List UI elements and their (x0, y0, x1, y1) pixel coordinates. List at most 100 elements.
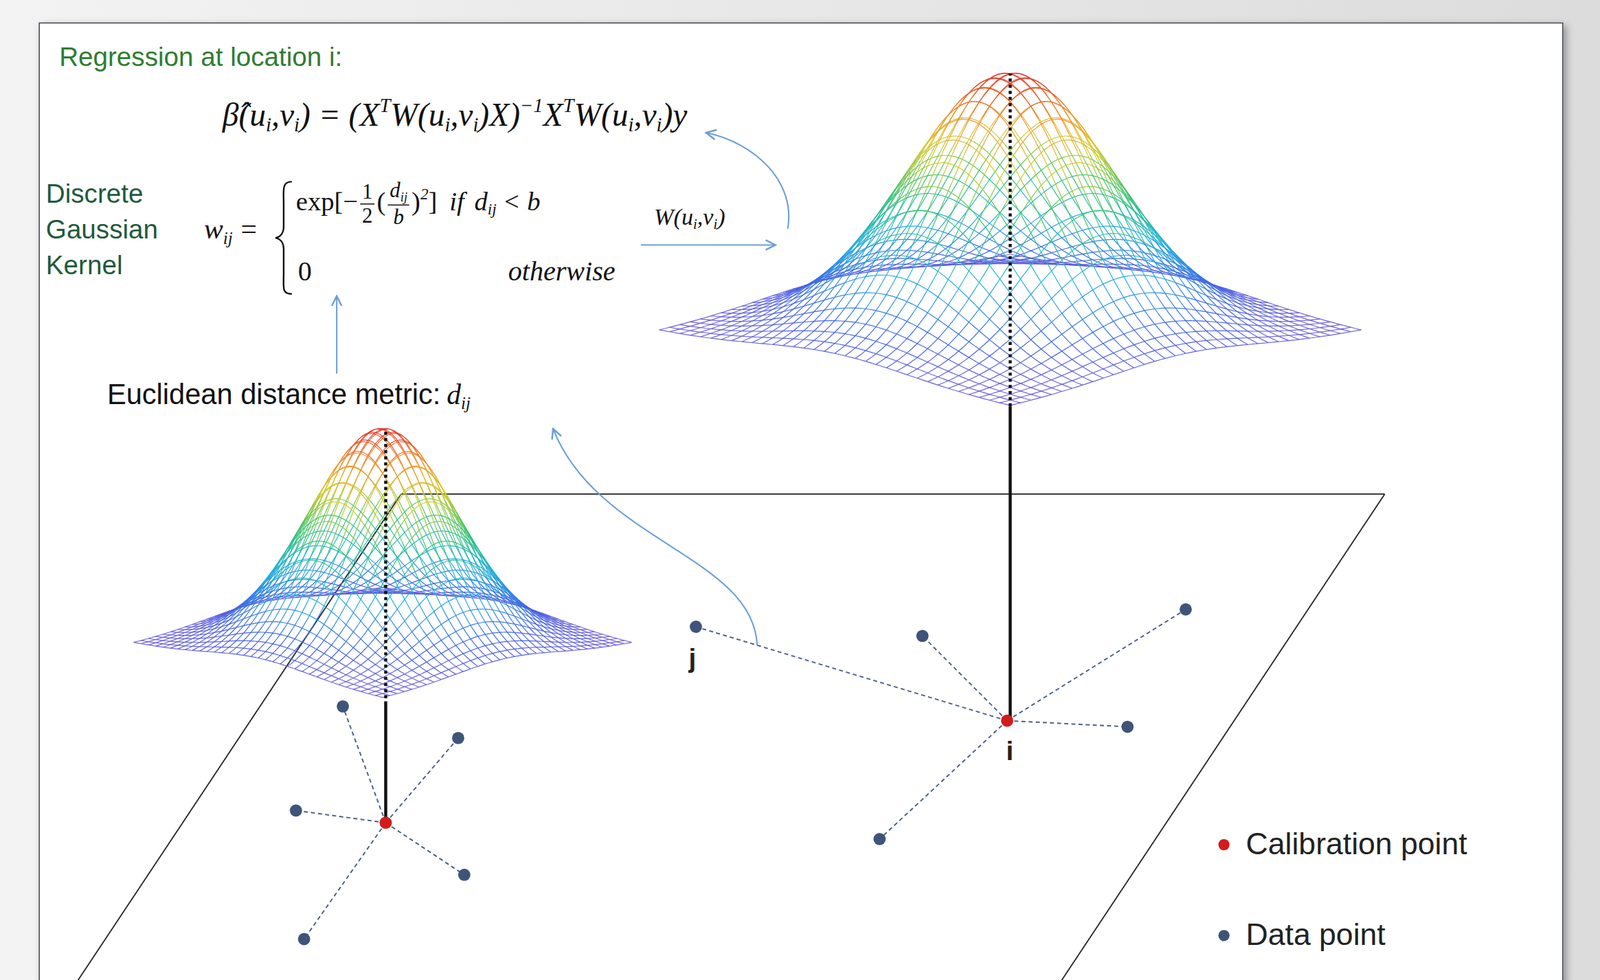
distance-line (304, 822, 387, 939)
mesh-line (456, 570, 461, 571)
mesh-line (370, 559, 375, 564)
mesh-line (340, 498, 345, 501)
mesh-line (403, 531, 409, 539)
mesh-line (509, 652, 514, 657)
mesh-line (492, 632, 497, 639)
mesh-line (233, 645, 238, 650)
mesh-line (230, 641, 235, 646)
mesh-line (177, 636, 183, 639)
mesh-line (583, 636, 588, 639)
mesh-line (374, 559, 379, 565)
mesh-line (388, 592, 393, 593)
mesh-line (303, 592, 308, 593)
mesh-line (234, 637, 240, 642)
mesh-line (531, 649, 536, 654)
mesh-line (566, 632, 571, 635)
mesh-line (248, 647, 253, 652)
mesh-line (199, 648, 205, 652)
mesh-line (267, 611, 272, 619)
mesh-line (518, 636, 523, 642)
plane-edge (71, 493, 402, 980)
mesh-line (540, 638, 545, 643)
mesh-line (302, 550, 308, 560)
mesh-line (530, 641, 535, 646)
mesh-line (151, 636, 156, 638)
mesh-line (179, 642, 184, 645)
mesh-line (278, 602, 284, 611)
mesh-line (157, 640, 162, 643)
distance-line (296, 809, 387, 823)
mesh-line (259, 643, 264, 649)
mesh-line (185, 636, 190, 639)
mesh-line (392, 592, 397, 594)
mesh-line (405, 586, 410, 589)
mesh-line (414, 563, 419, 569)
mesh-line (445, 523, 450, 534)
mesh-line (375, 464, 380, 470)
mesh-line (509, 625, 514, 632)
mesh-line (432, 515, 437, 516)
mesh-line (346, 456, 352, 465)
mesh-line (478, 592, 483, 594)
mesh-line (240, 646, 245, 651)
mesh-line (411, 502, 416, 505)
mesh-line (537, 642, 543, 646)
mesh-line (427, 589, 432, 591)
mesh-line (272, 625, 277, 633)
mesh-line (337, 527, 343, 537)
mesh-line (369, 442, 374, 446)
mesh-line (375, 581, 380, 584)
mesh-line (419, 483, 424, 494)
mesh-line (511, 636, 516, 642)
mesh-line (172, 632, 177, 635)
mesh-line (552, 642, 557, 646)
mesh-line (603, 640, 608, 643)
mesh-line (420, 498, 425, 501)
mesh-line (405, 574, 410, 577)
mesh-line (404, 592, 409, 594)
mesh-line (345, 532, 350, 541)
mesh-line (331, 548, 336, 551)
mesh-line (321, 531, 326, 532)
mesh-line (354, 515, 359, 525)
mesh-line (361, 585, 366, 587)
mesh-line (296, 579, 301, 580)
mesh-line (489, 603, 494, 612)
mesh-line (368, 592, 373, 594)
mesh-line (544, 642, 549, 646)
distance-line (385, 822, 464, 875)
mesh-line (486, 610, 491, 619)
mesh-line (496, 605, 501, 613)
mesh-line (243, 627, 249, 633)
mesh-line (456, 592, 461, 593)
mesh-line (588, 642, 593, 644)
mesh-line (582, 627, 587, 630)
mesh-line (581, 642, 587, 645)
mesh-line (413, 470, 418, 481)
mesh-line (342, 517, 347, 521)
mesh-line (581, 632, 586, 635)
mesh-line (413, 456, 418, 465)
mesh-line (423, 527, 428, 537)
mesh-line (269, 618, 275, 626)
mesh-line (426, 590, 431, 592)
mesh-line (410, 524, 415, 533)
mesh-line (177, 627, 183, 630)
mesh-line (526, 637, 531, 642)
mesh-line (193, 643, 198, 646)
mesh-line (548, 639, 553, 644)
mesh-line (418, 518, 423, 528)
mesh-line (362, 460, 367, 469)
mesh-line (399, 460, 404, 469)
mesh-line (328, 515, 333, 516)
mesh-line (214, 649, 219, 652)
mesh-line (226, 645, 231, 650)
mesh-line (142, 638, 148, 641)
mesh-line (513, 647, 518, 652)
mesh-line (243, 651, 248, 655)
mesh-line (462, 596, 467, 598)
mesh-line (596, 641, 601, 644)
mesh-line (449, 586, 454, 588)
mesh-line (443, 583, 448, 588)
mesh-line (333, 563, 338, 566)
